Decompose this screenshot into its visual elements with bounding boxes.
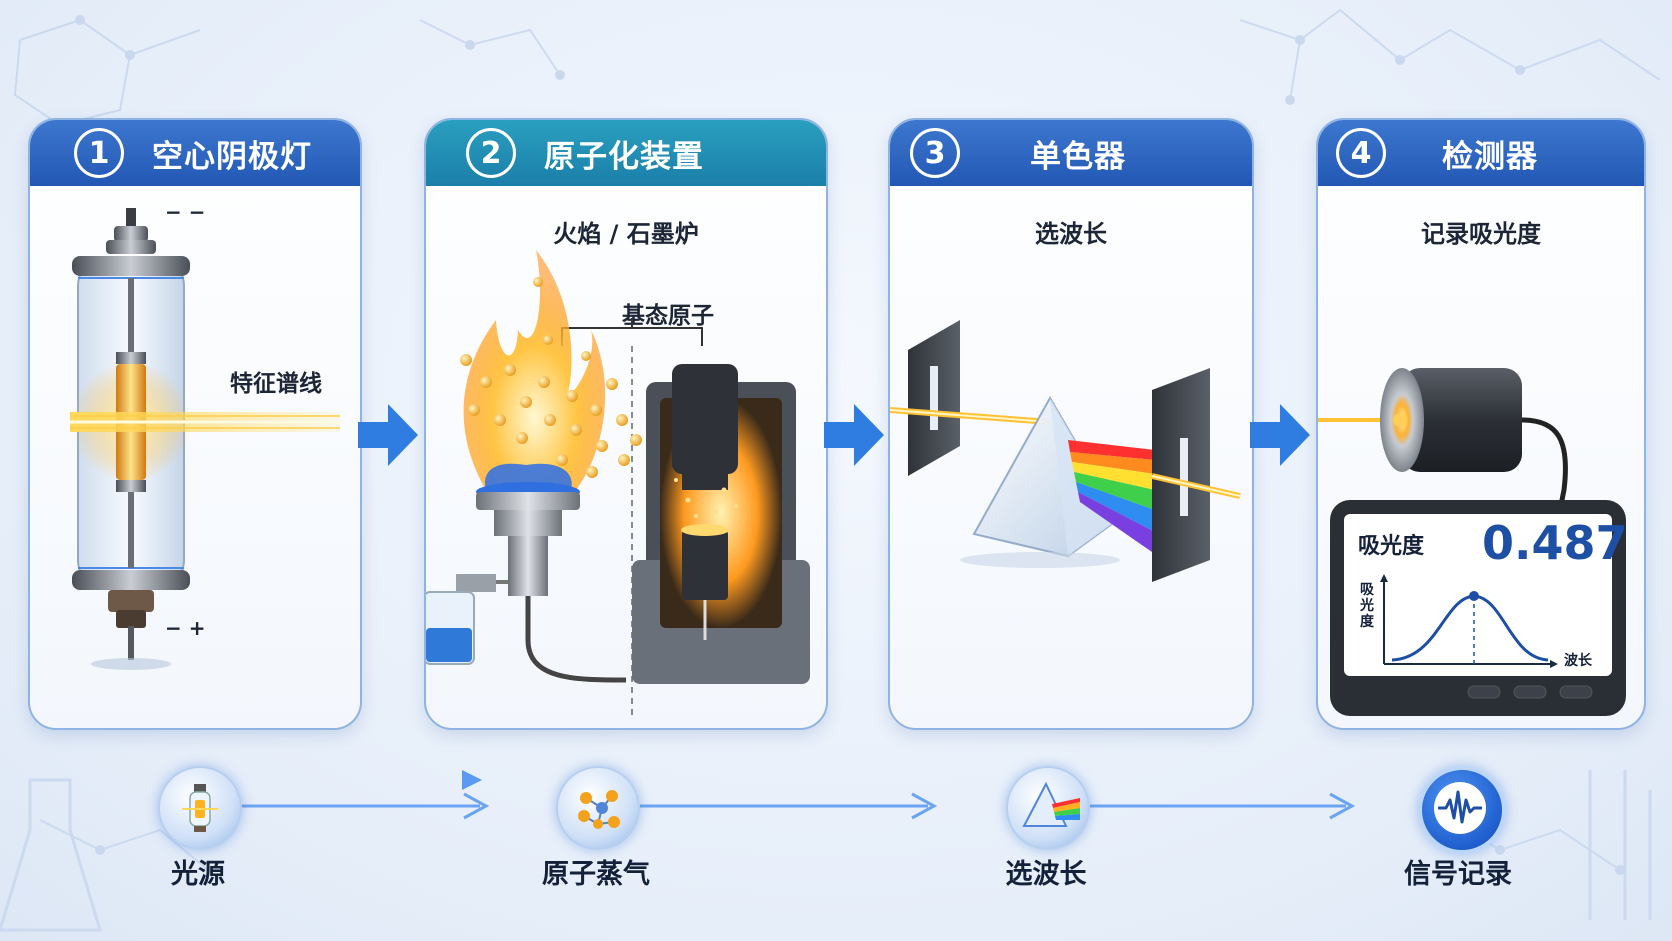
characteristic-line-label: 特征谱线 [230, 371, 322, 397]
flow-node-light-source [158, 766, 242, 850]
detector-illustration [1318, 368, 1626, 716]
flow-label-wavelength-select: 选波长 [1005, 859, 1087, 890]
lamp-plus-terminal: − + [165, 616, 206, 640]
panel-header: 3 单色器 [890, 120, 1252, 186]
flow-arrow-icon [824, 404, 884, 466]
flow-node-signal-record [1418, 766, 1506, 854]
signal-wave-icon [1434, 782, 1486, 834]
panel-monochromator: 3 单色器 选波长 [888, 118, 1254, 730]
prism-monochromator-illustration [890, 320, 1241, 582]
flow-arrow-icon [358, 404, 418, 466]
flow-node-wavelength-select [1006, 766, 1090, 850]
lamp-icon [182, 784, 218, 832]
flow-label-signal-record: 信号记录 [1404, 859, 1512, 890]
panel-atomizer: 2 原子化装置 火焰 / 石墨炉 基态原子 [424, 118, 828, 730]
panel-title: 原子化装置 [544, 138, 704, 175]
step-number: 4 [1336, 128, 1386, 178]
atomizer-illustration [426, 250, 810, 720]
plot-y-axis-label: 吸光度 [1360, 582, 1374, 630]
flow-label-atomic-vapor: 原子蒸气 [542, 859, 650, 890]
monochromator-subtitle: 选波长 [1035, 220, 1107, 248]
ground-state-atoms-label: 基态原子 [622, 303, 714, 329]
absorbance-reading-label: 吸光度 [1358, 534, 1425, 559]
flow-node-atomic-vapor [556, 766, 640, 850]
step-number: 2 [466, 128, 516, 178]
lamp-minus-terminal: − − [165, 200, 206, 224]
flow-timeline [462, 770, 482, 790]
atomizer-subtitle: 火焰 / 石墨炉 [553, 220, 699, 248]
atoms-icon [578, 790, 620, 829]
hollow-cathode-lamp-illustration [70, 208, 340, 670]
panel-hollow-cathode-lamp: 1 空心阴极灯 [28, 118, 362, 730]
flow-timeline-lines [240, 792, 1356, 820]
panel-header: 2 原子化装置 [426, 120, 826, 186]
flow-arrow-icon [1250, 404, 1310, 466]
absorbance-reading-value: 0.487 [1482, 516, 1628, 570]
panel-title: 检测器 [1442, 138, 1538, 175]
panel-header: 4 检测器 [1318, 120, 1644, 186]
flow-label-light-source: 光源 [171, 859, 225, 890]
step-number: 3 [910, 128, 960, 178]
panel-detector: 4 检测器 记录吸光度 吸光度 [1316, 118, 1646, 730]
step-number: 1 [74, 128, 124, 178]
prism-icon [1022, 781, 1080, 827]
panel-header: 1 空心阴极灯 [30, 120, 360, 186]
panel-title: 空心阴极灯 [152, 138, 312, 175]
detector-subtitle: 记录吸光度 [1421, 220, 1541, 248]
plot-x-axis-label: 波长 [1564, 653, 1592, 669]
panel-title: 单色器 [1030, 138, 1126, 175]
